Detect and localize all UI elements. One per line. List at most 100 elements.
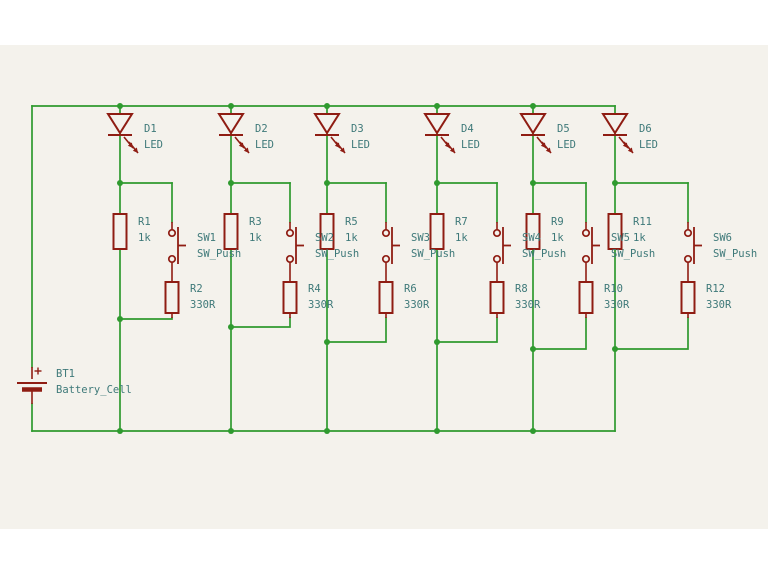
resistor-value-label: 1k [455,232,468,244]
led-value-label: LED [557,139,576,151]
arrowhead [127,142,133,148]
junction-dot [530,103,536,109]
resistor-body [680,281,696,314]
junction-dots [117,103,618,434]
junction-dot [228,180,234,186]
switch-contact [581,228,591,238]
led-2-symbol[interactable] [217,113,250,154]
resistor-value-label: 330R [706,299,732,311]
junction-dot [324,339,330,345]
switch-6-symbol[interactable] [683,222,702,282]
series-resistor-5-symbol[interactable] [525,213,541,250]
resistor-ref-label: R6 [404,283,417,295]
arrowhead [132,147,138,153]
resistor-value-label: 1k [551,232,564,244]
wire [326,317,387,343]
resistor-body [164,281,180,314]
junction-dot [434,103,440,109]
switch-ref-label: SW5 [611,232,630,244]
junction-dot [117,316,123,322]
resistor-ref-label: R2 [190,283,203,295]
switch-3-symbol[interactable] [381,222,400,282]
resistor-ref-label: R12 [706,283,725,295]
led-triangle [313,113,341,135]
resistor-value-label: 1k [633,232,646,244]
junction-dot [612,180,618,186]
resistor-value-label: 330R [515,299,541,311]
resistor-value-label: 1k [138,232,151,244]
led-6-symbol[interactable] [601,113,634,154]
series-resistor-6-symbol[interactable] [607,213,623,250]
resistor-ref-label: R1 [138,216,151,228]
resistor-value-label: 330R [308,299,334,311]
resistor-ref-label: R7 [455,216,468,228]
led-3-symbol[interactable] [313,113,346,154]
shunt-resistor-5-symbol[interactable] [578,281,594,318]
shunt-resistor-1-symbol[interactable] [164,281,180,318]
switch-contact [285,228,295,238]
led-4-symbol[interactable] [423,113,456,154]
switch-1-symbol[interactable] [167,222,186,282]
switch-value-label: SW_Push [411,248,455,260]
wires [31,105,689,432]
resistor-body [429,213,445,250]
switch-ref-label: SW6 [713,232,732,244]
resistor-body [112,213,128,250]
wire [614,317,689,350]
junction-dot [434,339,440,345]
switch-contact [381,254,391,264]
junction-dot [434,180,440,186]
shunt-resistor-4-symbol[interactable] [489,281,505,318]
shunt-resistor-3-symbol[interactable] [378,281,394,318]
shunt-resistor-6-symbol[interactable] [680,281,696,318]
resistor-value-label: 330R [404,299,430,311]
series-resistor-4-symbol[interactable] [429,213,445,250]
junction-dot [117,428,123,434]
led-ref-label: D2 [255,123,268,135]
wire [532,317,587,350]
switch-5-symbol[interactable] [581,222,600,282]
battery-BT1[interactable] [17,367,47,404]
shunt-resistor-2-symbol[interactable] [282,281,298,318]
resistor-body [223,213,239,250]
led-ref-label: D5 [557,123,570,135]
arrowhead [540,142,546,148]
switch-contact [683,228,693,238]
switch-ref-label: SW4 [522,232,541,244]
switch-4-symbol[interactable] [492,222,511,282]
led-1-symbol[interactable] [106,113,139,154]
switch-contact [492,254,502,264]
junction-dot [434,428,440,434]
junction-dot [324,103,330,109]
resistor-body [378,281,394,314]
switch-contact [581,254,591,264]
led-5-symbol[interactable] [519,113,552,154]
junction-dot [612,346,618,352]
junction-dot [228,428,234,434]
arrowhead [622,142,628,148]
arrowhead [243,147,249,153]
switch-value-label: SW_Push [611,248,655,260]
resistor-body [578,281,594,314]
arrowhead [334,142,340,148]
battery-value-label: Battery_Cell [56,384,132,396]
series-resistor-3-symbol[interactable] [319,213,335,250]
resistor-ref-label: R4 [308,283,321,295]
series-resistor-1-symbol[interactable] [112,213,128,250]
wire [436,317,498,343]
series-resistor-2-symbol[interactable] [223,213,239,250]
switch-value-label: SW_Push [315,248,359,260]
junction-dot [530,180,536,186]
switch-2-symbol[interactable] [285,222,304,282]
resistor-value-label: 330R [190,299,216,311]
led-value-label: LED [461,139,480,151]
switch-ref-label: SW1 [197,232,216,244]
resistor-ref-label: R11 [633,216,652,228]
junction-dot [117,180,123,186]
resistor-ref-label: R10 [604,283,623,295]
arrowhead [238,142,244,148]
arrowhead [627,147,633,153]
junction-dot [530,428,536,434]
